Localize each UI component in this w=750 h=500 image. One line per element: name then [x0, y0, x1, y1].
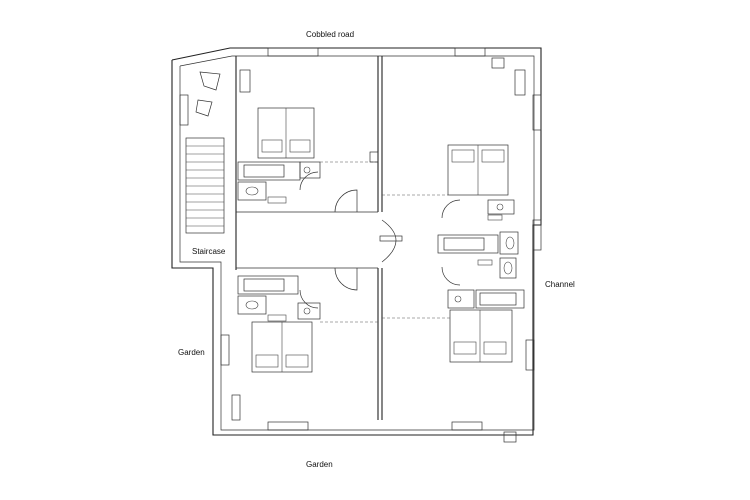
- doors: [299, 171, 461, 309]
- staircase: [185, 71, 225, 234]
- label-staircase: Staircase: [192, 247, 226, 256]
- central-walls: [236, 56, 403, 420]
- label-garden-bottom: Garden: [306, 460, 333, 469]
- room-bottom-right: [382, 257, 525, 443]
- room-bottom-left: [237, 275, 378, 373]
- label-garden-left: Garden: [178, 348, 205, 357]
- label-cobbled-road: Cobbled road: [306, 30, 355, 39]
- windows: [179, 47, 542, 431]
- outer-walls: [171, 47, 542, 436]
- label-channel: Channel: [545, 280, 575, 289]
- room-top-right: [382, 57, 526, 255]
- room-top-left: [237, 69, 379, 204]
